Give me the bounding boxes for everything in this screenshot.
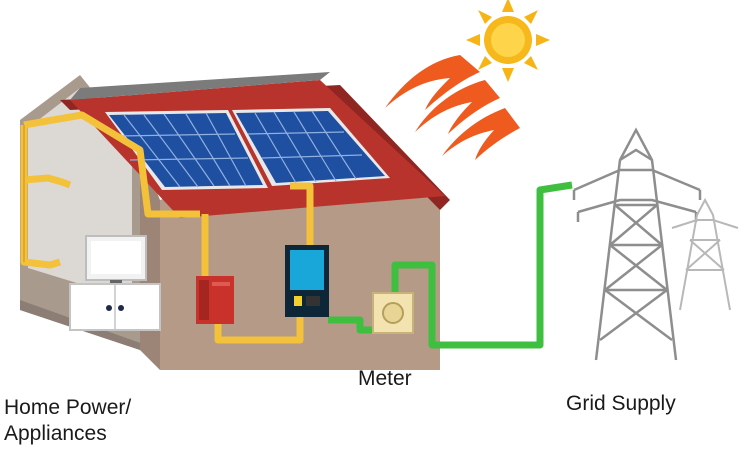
inverter-icon: [285, 245, 329, 317]
home-power-label-line1: Home Power/: [4, 396, 132, 419]
pylon-icon: [572, 127, 702, 361]
home-power-label-line2: Appliances: [4, 422, 107, 445]
pylon-small-icon: [671, 197, 739, 311]
meter-icon: [372, 292, 414, 334]
breaker-box-icon: [196, 276, 234, 324]
grid-supply-label: Grid Supply: [566, 392, 676, 415]
solar-panel-icon: [105, 108, 390, 190]
tv-icon: [85, 235, 147, 286]
sun-rays-icon: [385, 55, 520, 160]
meter-label: Meter: [358, 367, 412, 390]
cabinet-icon: [69, 283, 161, 331]
sun-icon: [466, 0, 550, 82]
home-power-label: Home Power/ Appliances: [4, 395, 131, 447]
